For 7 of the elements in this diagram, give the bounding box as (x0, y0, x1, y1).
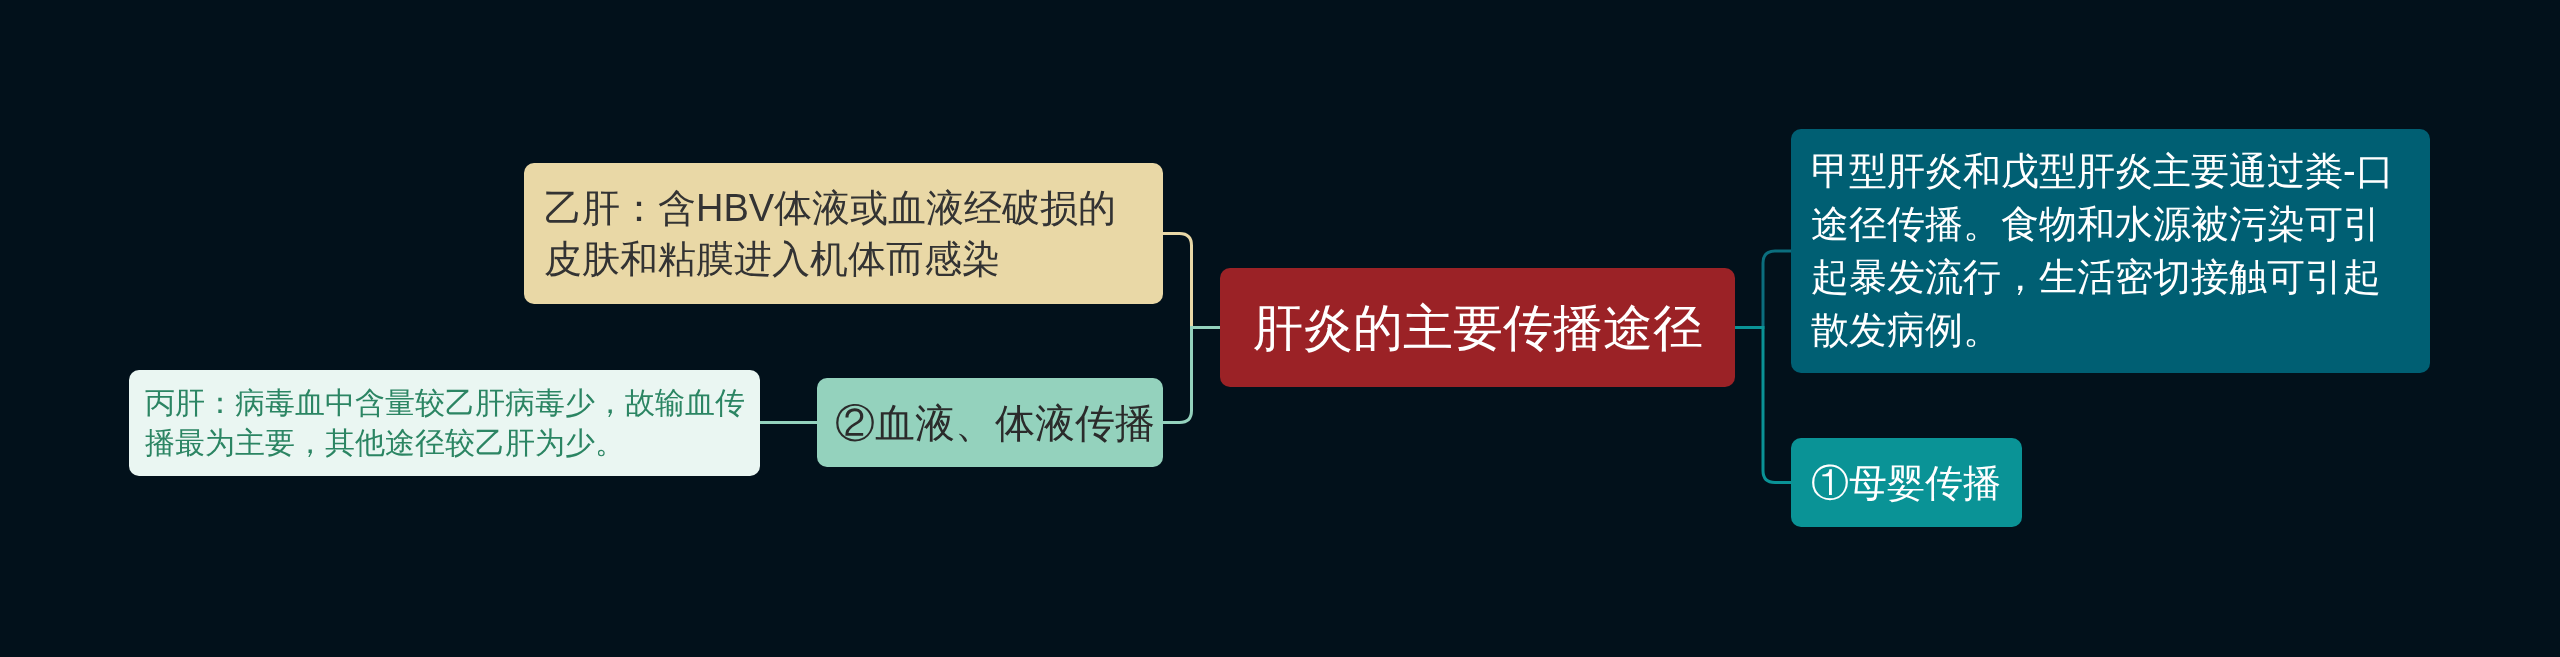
topic-box: 肝炎的主要传播途径 (1220, 268, 1735, 387)
branch-box: 乙肝：含HBV体液或血液经破损的皮肤和粘膜进入机体而感染 (524, 163, 1163, 304)
branch-box: 甲型肝炎和戊型肝炎主要通过粪-口途径传播。食物和水源被污染可引起暴发流行，生活密切接触可引起散发病例。 (1791, 129, 2430, 373)
connector-line (760, 421, 817, 424)
branch-box: ②血液、体液传播 (817, 378, 1163, 467)
note-box: 丙肝：病毒血中含量较乙肝病毒少，故输血传播最为主要，其他途径较乙肝为少。 (129, 370, 760, 476)
branch-box: ①母婴传播 (1791, 438, 2022, 527)
